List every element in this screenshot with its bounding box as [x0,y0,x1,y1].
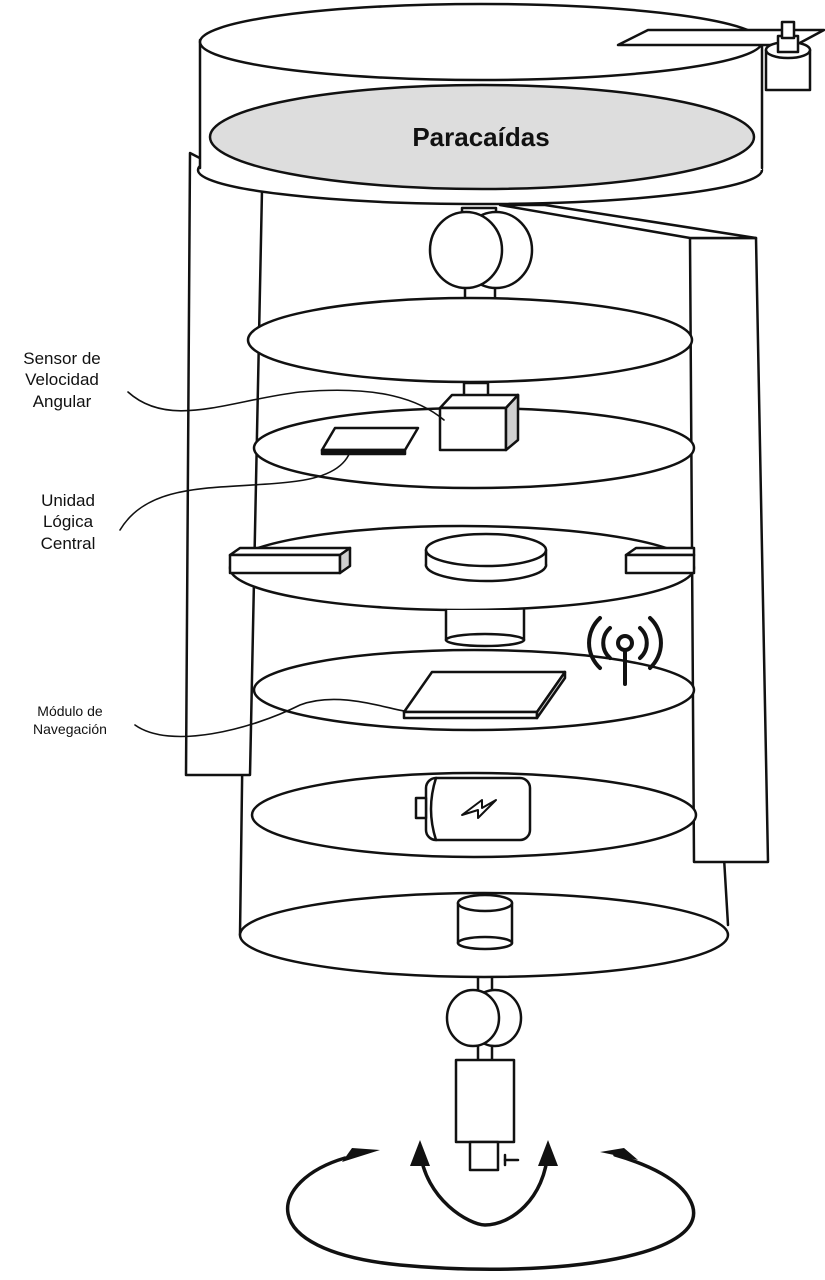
label-line: Unidad [41,491,95,510]
central-logic-unit [320,426,420,456]
side-bar-left [228,546,352,575]
leader-sensor [127,389,445,421]
bottom-cylinder [456,893,514,951]
leader-lines [119,389,445,738]
antenna-icon [587,616,663,686]
label-line: Velocidad [25,370,99,390]
deck-1 [246,296,694,384]
leader-unidad [119,451,351,531]
mid-cylinder [444,608,526,648]
left-rail [184,151,264,777]
gyro-disk [424,532,548,583]
release-servo [616,20,825,92]
label-central-logic-unit: Unidad Lógica Central [22,490,114,554]
label-navigation-module: Módulo de Navegación [10,703,130,738]
camera-module [454,1058,520,1172]
arrowheads [342,1140,638,1166]
rotation-arrows [285,1148,696,1272]
label-line: Lógica [42,512,94,532]
label-line: Navegación [33,720,107,737]
lower-motor [445,976,523,1062]
rotation-arc-inner [418,1148,550,1227]
label-line: Módulo de [37,703,103,719]
navigation-module [402,670,567,720]
label-angular-velocity-sensor: Sensor de Velocidad Angular [2,348,122,412]
right-rail-strip [498,203,758,240]
right-rail [688,236,770,864]
parachute-housing: Paracaídas [196,2,764,206]
lightning-bolt-icon [461,799,497,819]
label-line: Sensor de [23,349,101,368]
label-line: Angular [32,391,92,411]
label-line: Central [40,533,96,553]
battery-icon [414,776,532,842]
side-bar-right [624,546,696,575]
parachute-disk [208,83,756,191]
leader-modulo [134,698,411,738]
rotation-arc-outer [285,1153,696,1272]
parachute-label: Paracaídas [412,122,549,152]
